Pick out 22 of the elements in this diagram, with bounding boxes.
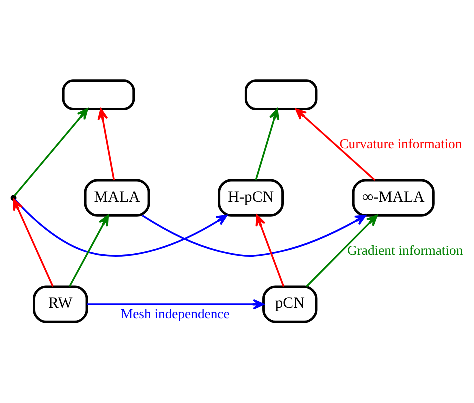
node-box [244,80,318,110]
arrow [142,214,366,258]
edge-label: Curvature information [340,136,462,152]
arrow [255,108,280,181]
edge-label: Gradient information [348,242,464,258]
arrow [98,108,116,181]
arrow [13,199,54,288]
arrow [295,108,376,182]
node-box: RW [33,286,88,324]
node-box: pCN [262,286,318,324]
arrow [14,108,88,197]
arrow [14,198,228,257]
arrow [256,214,285,288]
node-box: H-pCN [218,179,284,217]
arrow [87,299,264,310]
arrow [306,214,378,288]
node-box [62,80,136,110]
node-box: MALA [84,179,150,217]
edge-label: Mesh independence [120,306,230,322]
node-box: ∞-MALA [352,179,435,217]
arrow [68,214,110,288]
node-point [10,195,17,202]
